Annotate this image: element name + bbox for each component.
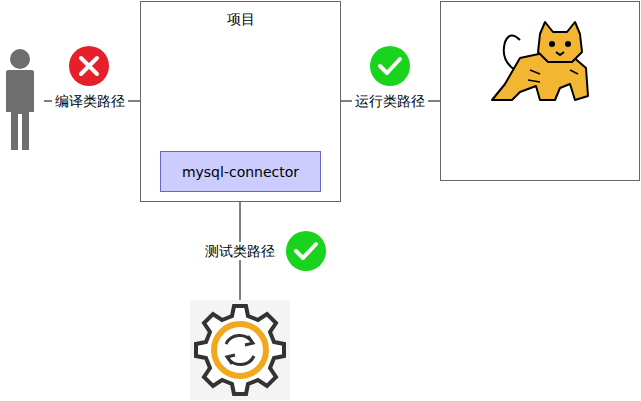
- build-tool-icon: [190, 300, 290, 400]
- classpath-label: 编译类路径: [52, 92, 128, 110]
- classpath-label: 测试类路径: [202, 242, 278, 260]
- tomcat-logo: [492, 22, 588, 100]
- classpath-label: 运行类路径: [352, 92, 428, 110]
- node-text: 项目: [227, 10, 255, 28]
- person-icon: [6, 49, 34, 150]
- check-icon: [370, 46, 410, 86]
- tomcat-box: [441, 2, 640, 181]
- dependency-box: mysql-connector: [160, 151, 321, 192]
- cross-icon: [69, 46, 109, 86]
- node-text: mysql-connector: [182, 163, 299, 181]
- check-icon: [286, 231, 326, 271]
- project-box: 项目 mysql-connector: [140, 1, 341, 202]
